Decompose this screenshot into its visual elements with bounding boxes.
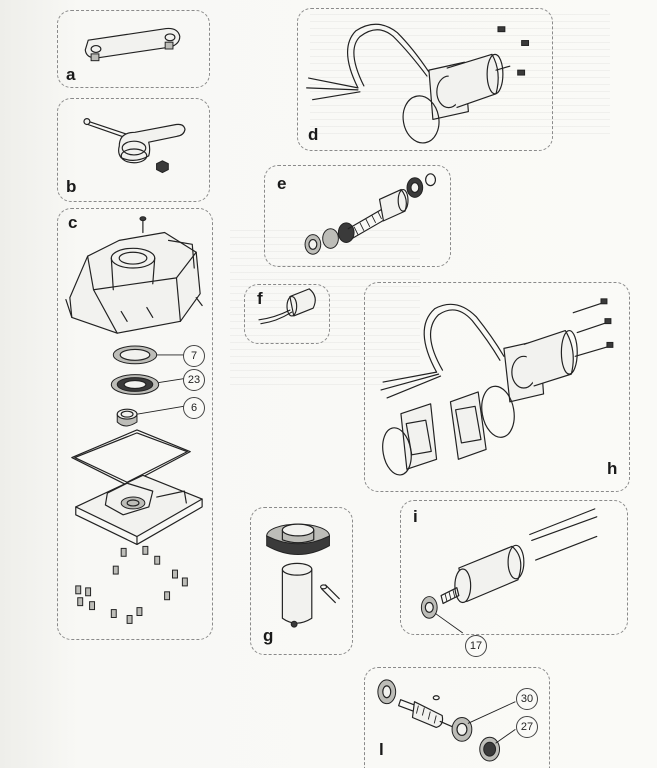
- callout-23: 23: [183, 369, 205, 391]
- gearbox-housing-drawing: [65, 216, 203, 624]
- panel-letter-c: c: [68, 213, 78, 232]
- panel-d: d: [297, 8, 553, 151]
- callout-7: 7: [183, 345, 205, 367]
- worm-shaft-drawing: [304, 173, 437, 255]
- panel-a: a: [57, 10, 210, 88]
- panel-letter-g: g: [263, 626, 274, 645]
- panel-letter-d: d: [308, 125, 319, 144]
- panel-letter-a: a: [66, 65, 76, 84]
- panel-f: f: [244, 284, 330, 344]
- callout-17: 17: [465, 635, 487, 657]
- callout-27: 27: [516, 716, 538, 738]
- motor-with-bearing-drawing: [420, 508, 598, 634]
- panel-g: g: [250, 507, 353, 655]
- panel-l: l 30 27: [364, 667, 550, 768]
- panel-h: h: [364, 282, 630, 492]
- worm-gear-drawing: [377, 679, 516, 762]
- panel-i: i 17: [400, 500, 628, 657]
- panel-letter-f: f: [257, 289, 263, 308]
- panel-letter-b: b: [66, 177, 77, 196]
- callout-6: 6: [183, 397, 205, 419]
- gear-and-shaft-drawing: [266, 523, 340, 628]
- show-through-texture: [230, 230, 420, 390]
- panel-e: e: [264, 165, 451, 267]
- panel-letter-l: l: [379, 740, 384, 759]
- panel-letter-e: e: [277, 174, 287, 193]
- callout-30: 30: [516, 688, 538, 710]
- panel-letter-i: i: [413, 507, 418, 526]
- lever-arm-drawing: [84, 27, 181, 62]
- panel-b: b: [57, 98, 210, 202]
- motor-with-cable-drawing: [306, 23, 530, 144]
- panel-c: c 7 23 6: [57, 208, 213, 640]
- panel-letter-h: h: [607, 459, 618, 478]
- release-lever-drawing: [83, 118, 186, 174]
- motor-assembly-drawing: [380, 298, 614, 476]
- capacitor-drawing: [258, 288, 316, 325]
